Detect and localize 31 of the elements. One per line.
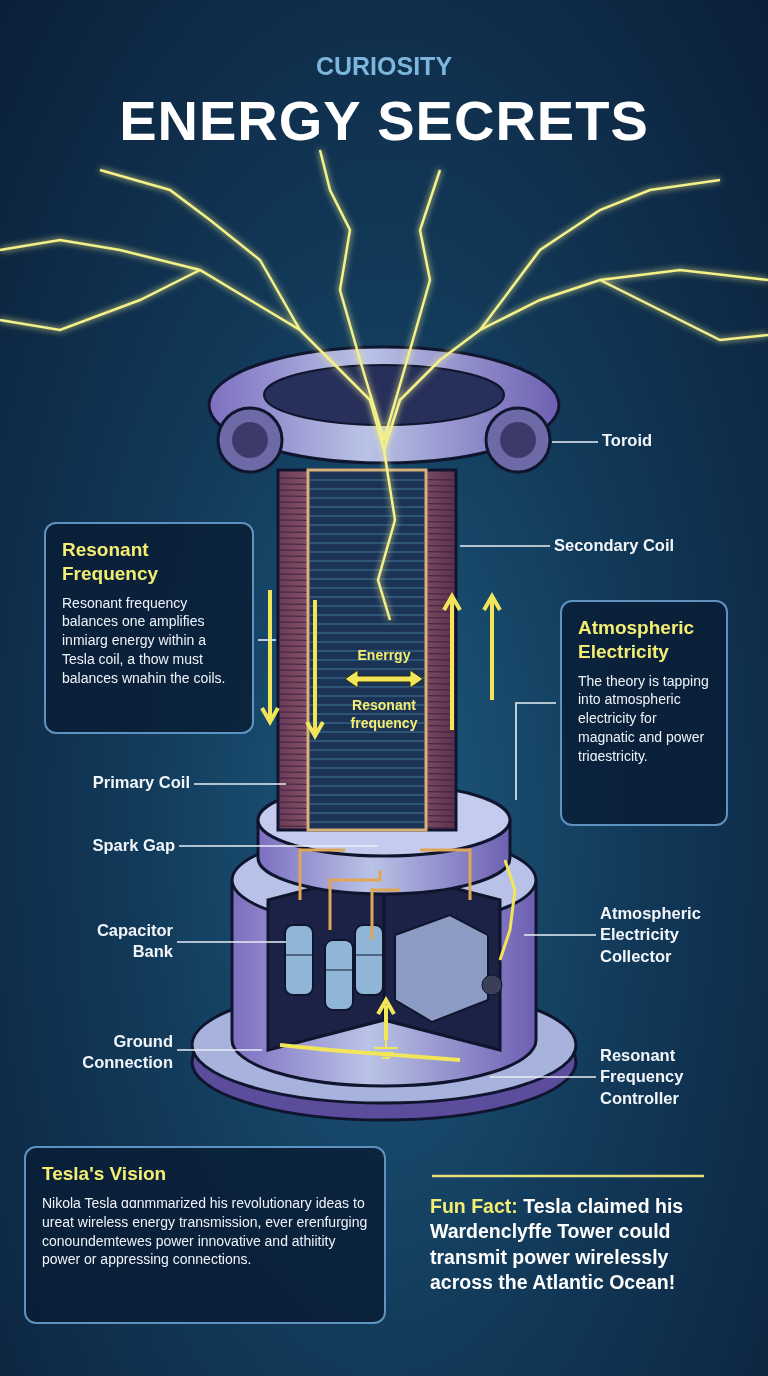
fun-fact-text: Fun Fact: Tesla claimed his Wardenclyffe Tower could transmit power wirelessly across the Atlantic Ocean!: [430, 1194, 685, 1296]
leader-line: [178, 845, 379, 847]
flow-label: Enerrgy: [356, 646, 412, 665]
panel-text: The theory is tapping into atmospheric electricity for magnatic and power triɑestricity.: [578, 671, 710, 766]
leader-line: [515, 702, 557, 801]
panel-heading: Atmospheric Electricity: [578, 616, 696, 664]
part-label: Atmospheric Electricity Collector: [600, 903, 702, 967]
panel-text: Nikola Tesla ɑɑnmmarized his revolutionary ideas to ureat wireless energy transmission, ever erenfurging conoundemtewes power innovative and athiitity power or appressing connections.: [42, 1193, 368, 1270]
part-label: Capacitor Bank: [95, 920, 173, 963]
panel-heading: Resonant Frequency: [62, 538, 160, 586]
part-label: Toroid: [602, 430, 654, 451]
part-label: Primary Coil: [91, 772, 190, 793]
leader-line: [459, 545, 551, 547]
info-panel: [560, 600, 728, 826]
info-panel: [44, 522, 254, 734]
leader-line: [193, 783, 287, 785]
part-label: Ground Connection: [81, 1031, 173, 1074]
part-label: Spark Gap: [91, 835, 175, 856]
part-label: Secondary Coil: [554, 535, 676, 556]
part-label: Resonant Frequency Controller: [600, 1045, 685, 1109]
kicker-text: CURIOSITY: [314, 51, 454, 82]
leader-line: [257, 639, 277, 641]
info-panel: [24, 1146, 386, 1324]
panel-text: Resonant frequency balances one amplifies inmiarg energy within a Tesla coil, a thow must balances wnahin the coils.: [62, 593, 227, 688]
leader-line: [489, 1076, 597, 1078]
leader-line: [523, 934, 597, 936]
leader-line: [176, 941, 287, 943]
flow-label: Resonant frequency: [349, 696, 419, 733]
leader-line: [551, 441, 599, 443]
panel-heading: Tesla's Vision: [42, 1162, 168, 1186]
title: ENERGY SECRETS: [118, 88, 650, 153]
